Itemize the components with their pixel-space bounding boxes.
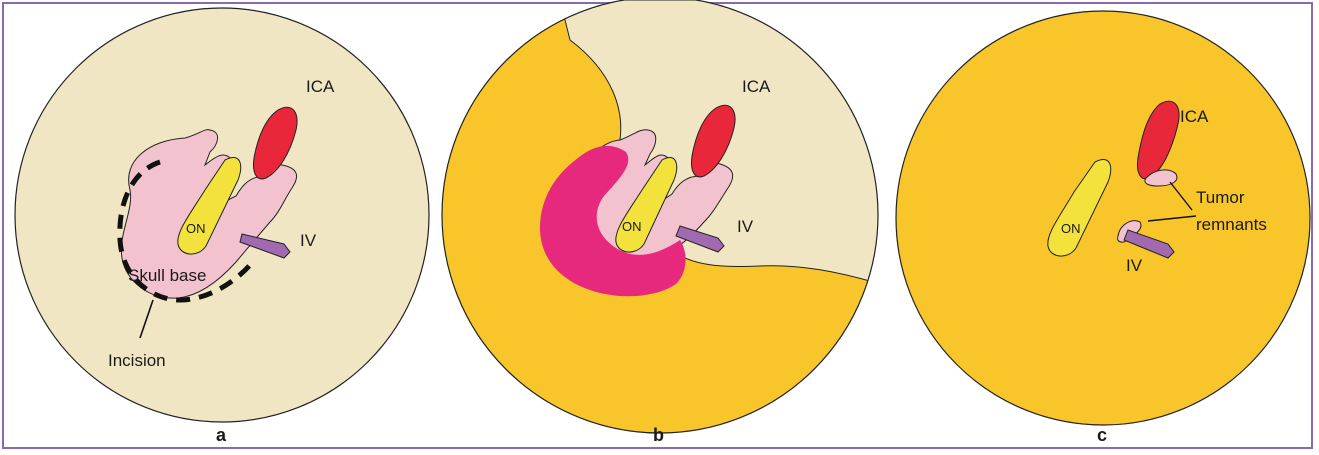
panel-c-label-remnants: remnants — [1196, 215, 1267, 234]
panel-b-label-iv: IV — [737, 217, 754, 236]
panel-c: ICA ON IV Tumor remnants c — [896, 11, 1310, 445]
panel-c-label-tumor: Tumor — [1196, 188, 1245, 207]
panel-b-letter: b — [653, 425, 664, 445]
panel-a-label-skull-base: Skull base — [128, 266, 206, 285]
panel-b: ICA ON IV b — [442, 0, 900, 445]
panel-c-label-ica: ICA — [1180, 107, 1209, 126]
panel-a-label-ica: ICA — [306, 77, 335, 96]
panel-a: ICA ON IV Skull base Incision a — [15, 8, 429, 445]
panel-b-label-ica: ICA — [742, 77, 771, 96]
panel-c-label-on: ON — [1061, 221, 1081, 236]
panel-a-label-on: ON — [186, 221, 206, 236]
panel-a-label-iv: IV — [300, 231, 317, 250]
panel-b-label-on: ON — [622, 219, 642, 234]
panel-a-label-incision: Incision — [108, 351, 166, 370]
panel-c-letter: c — [1097, 425, 1107, 445]
panel-a-letter: a — [216, 425, 227, 445]
panel-c-label-iv: IV — [1126, 256, 1143, 275]
